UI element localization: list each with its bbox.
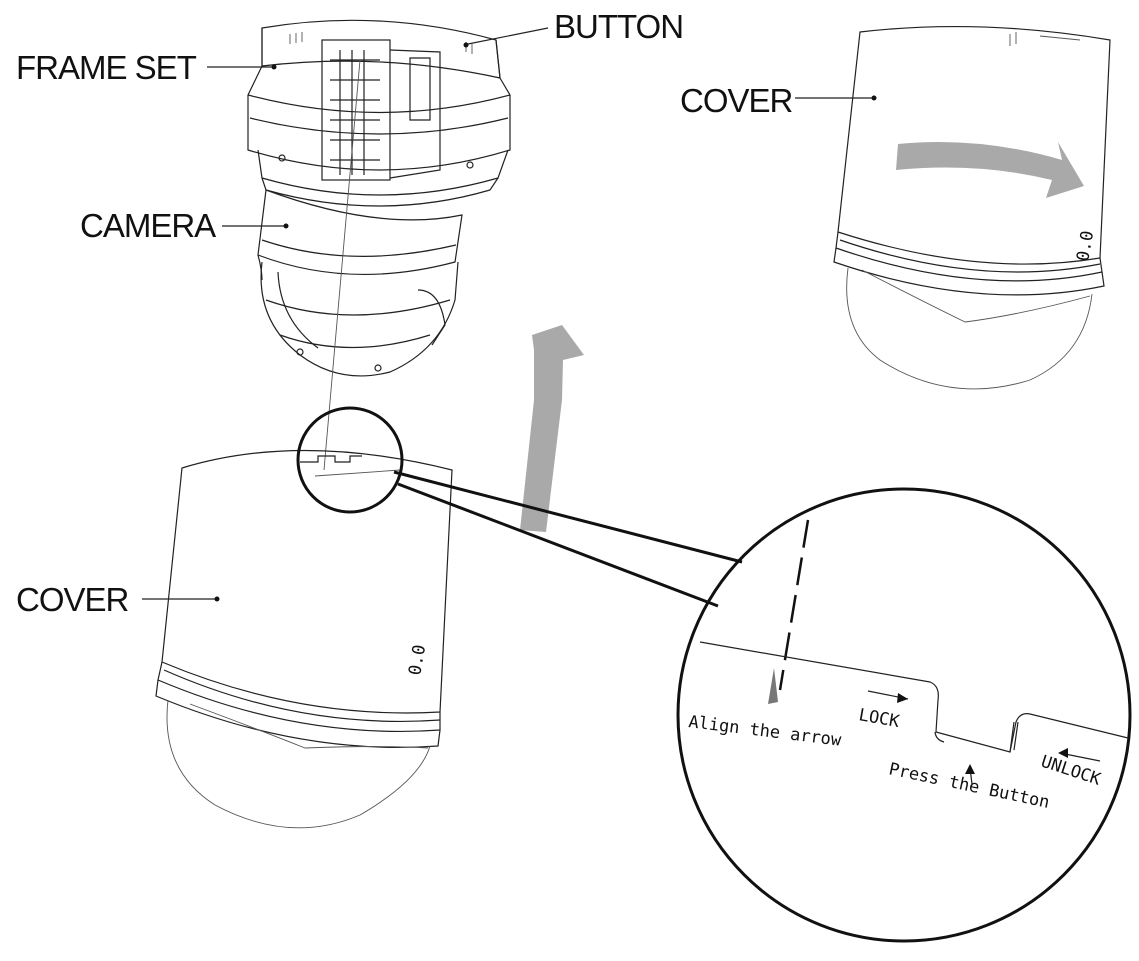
leader-lines-top — [207, 27, 549, 229]
zoom-line-lower — [397, 482, 719, 608]
zoom-line-upper — [393, 470, 743, 564]
label-camera: CAMERA — [80, 207, 216, 244]
arrow-up-icon — [520, 325, 584, 532]
label-cover-bottom: COVER — [16, 581, 129, 618]
leader-line-cover-top — [795, 95, 877, 101]
detail-circle — [676, 487, 1132, 943]
cover-bottom-left: 0.0 — [155, 449, 453, 829]
label-frame-set: FRAME SET — [16, 49, 197, 86]
lock-text: LOCK — [857, 705, 902, 732]
svg-text:0.0: 0.0 — [405, 643, 430, 677]
detail-source-circle — [296, 406, 404, 514]
label-button: BUTTON — [554, 8, 684, 45]
align-arrow-text: Align the arrow — [687, 712, 843, 751]
unlock-text: UNLOCK — [1038, 752, 1103, 790]
detail-zoom-view — [676, 487, 1132, 943]
curved-arrow-right-icon — [896, 142, 1084, 198]
label-cover-top: COVER — [680, 82, 793, 119]
leader-line-cover-bottom — [142, 596, 220, 602]
cover-top-right: 0.0 — [833, 25, 1111, 390]
svg-text:0.0: 0.0 — [1073, 229, 1098, 263]
camera-frame-assembly — [247, 19, 511, 471]
